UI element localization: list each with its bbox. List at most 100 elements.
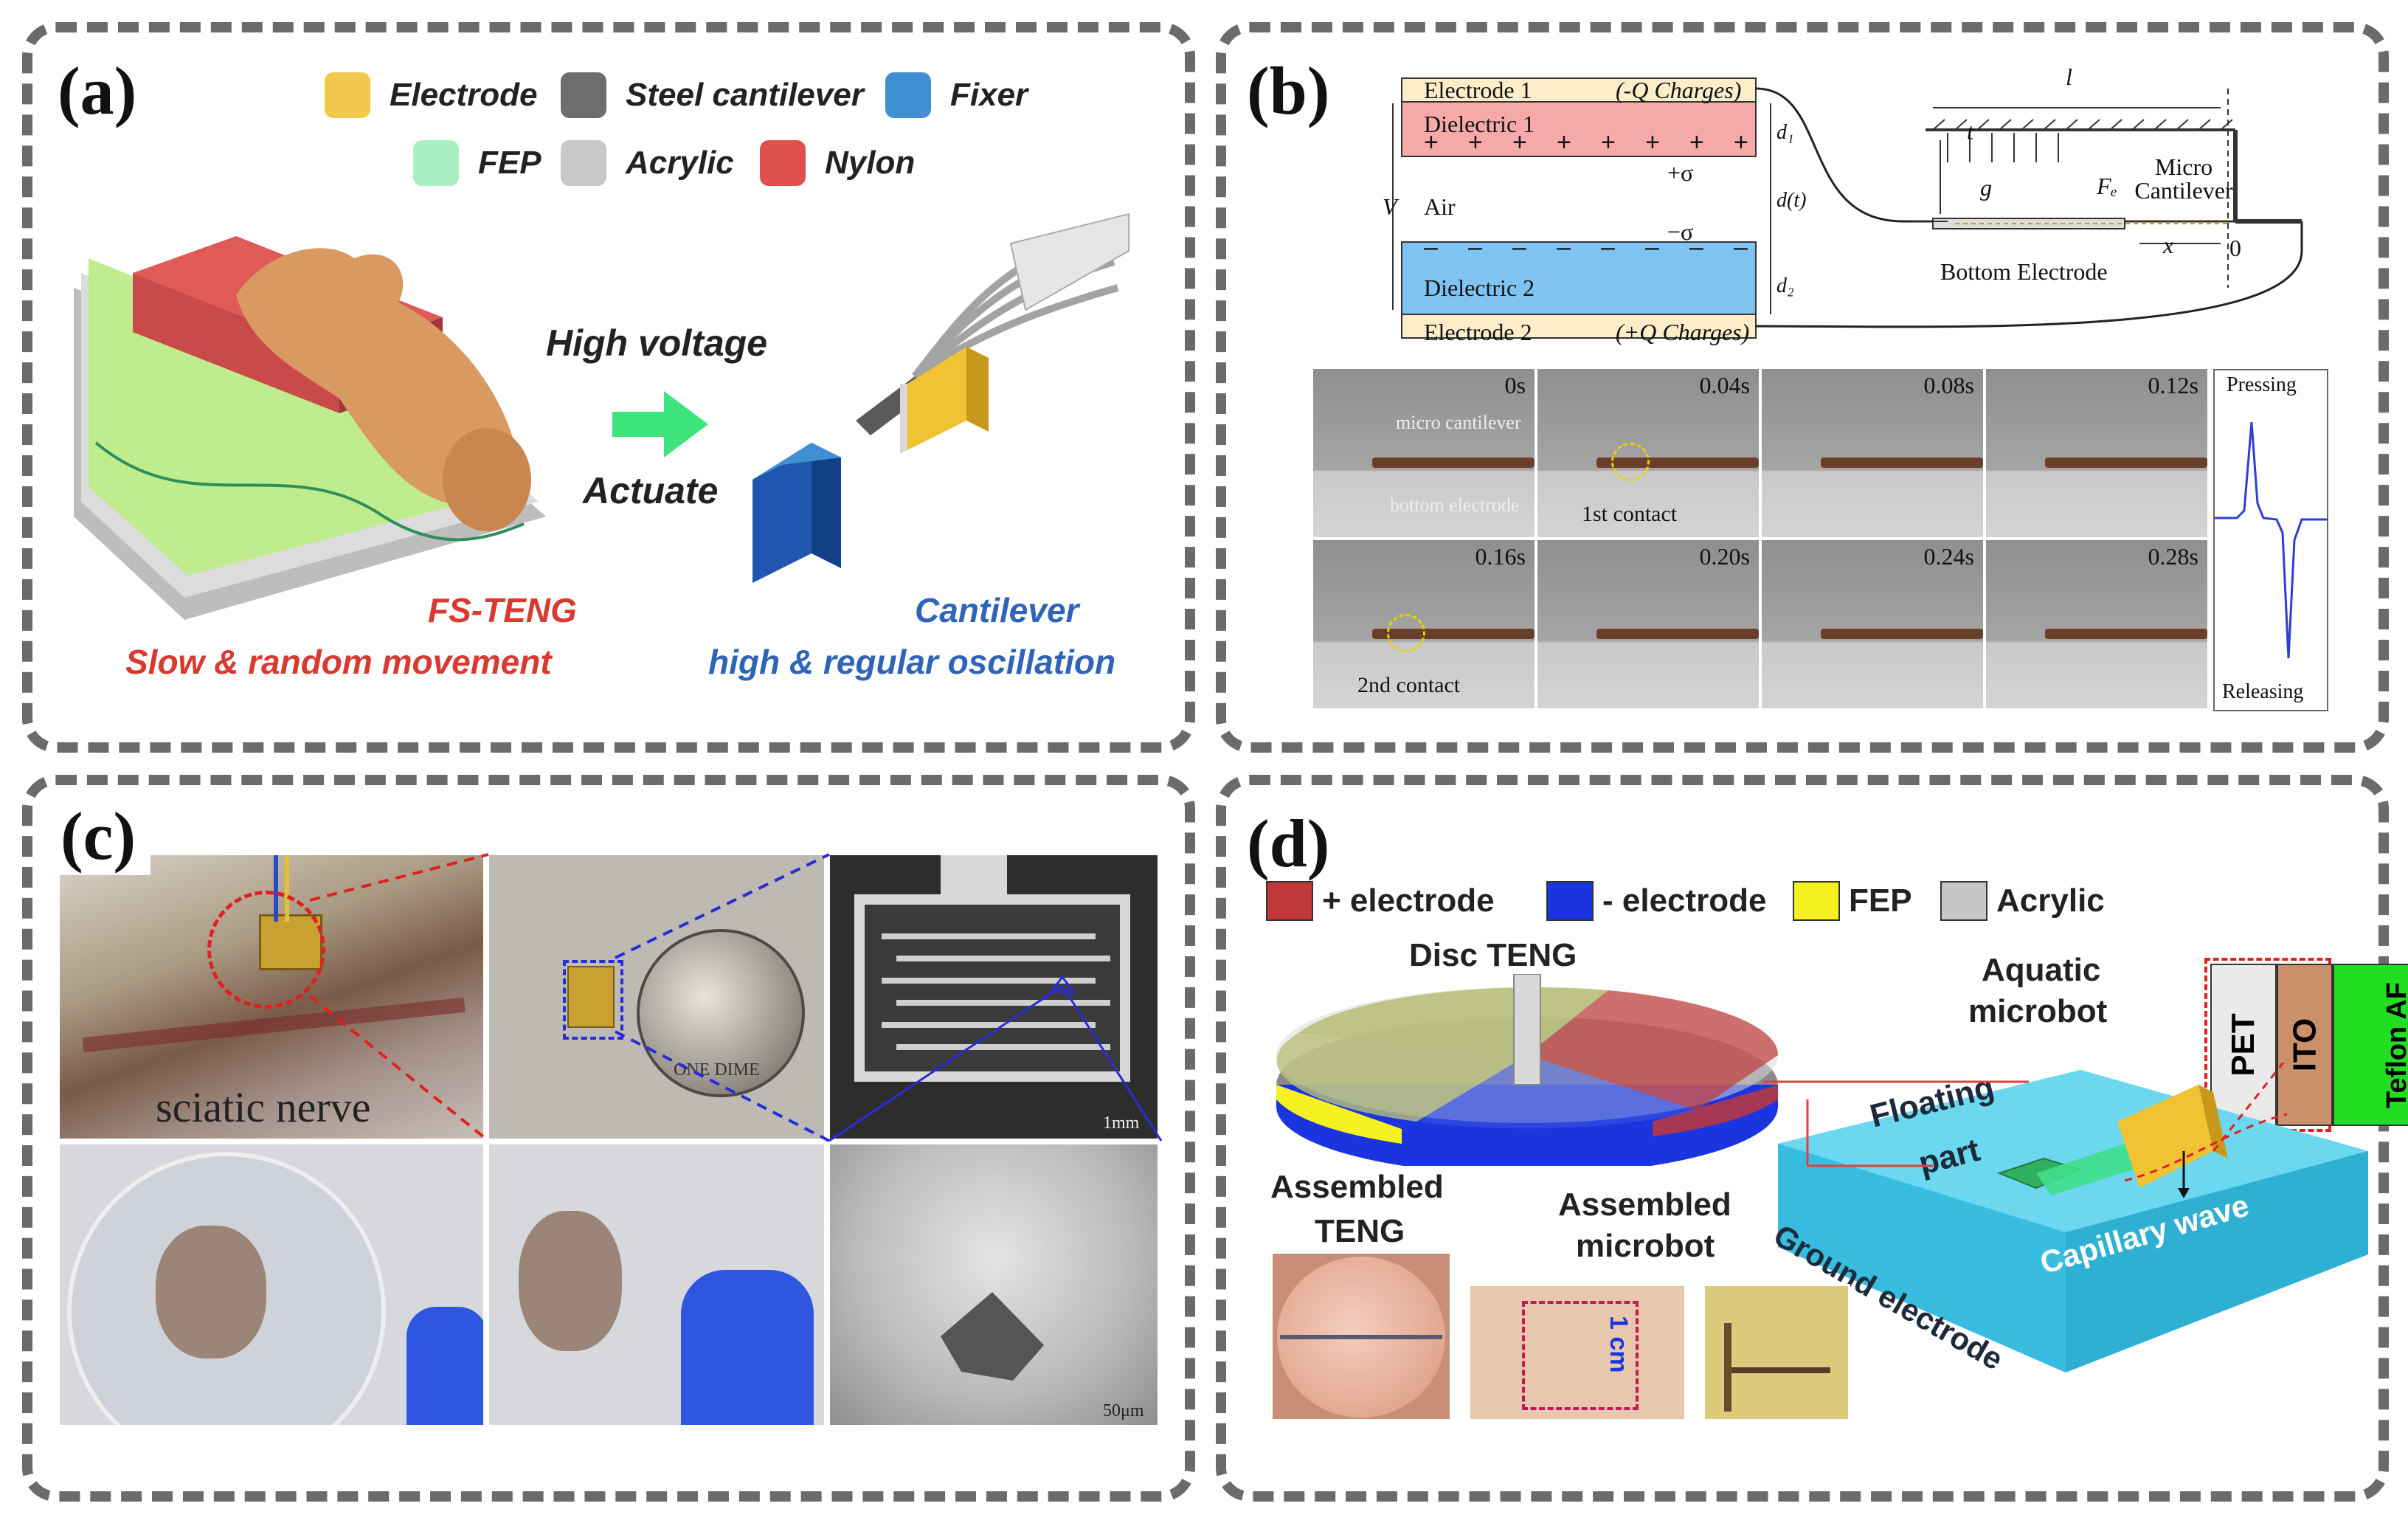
svg-text:+: + [1424, 128, 1439, 156]
fs-teng-illustration [74, 236, 546, 620]
acrylic-swatch [561, 140, 606, 186]
glove-hand-1 [406, 1307, 483, 1425]
sem-cell-photo: 50μm [828, 1142, 1160, 1427]
microbot-closeup-photo [1703, 1284, 1850, 1421]
pet-layer: PET [2210, 964, 2277, 1126]
svg-text:+: + [1645, 128, 1660, 156]
d2-label: d₂ [1776, 274, 1794, 297]
legend-fep: FEP [413, 140, 542, 186]
voltage-trace [2215, 421, 2327, 659]
svg-text:–: – [1512, 233, 1526, 261]
bottom-electrode-strip [1821, 457, 1983, 468]
frame-time-label: 0.28s [2148, 543, 2198, 570]
svg-text:+: + [1512, 128, 1527, 156]
device-on-coin [567, 966, 615, 1028]
zoom-circle [207, 891, 325, 1009]
cantilever-illustration [752, 213, 1129, 583]
coin-device-photo: ONE DIME [487, 853, 826, 1141]
frog-sciatic-photo: sciatic nerve [58, 853, 485, 1141]
video-frame: 0.24s [1762, 540, 1983, 708]
svg-text:–: – [1601, 233, 1615, 261]
pos-electrode-swatch [1266, 881, 1313, 921]
lead-wires-2 [285, 855, 289, 922]
frame-time-label: 0.12s [2148, 372, 2198, 398]
video-frame: 0.08s [1762, 369, 1983, 537]
lead-wires [274, 855, 278, 922]
svg-text:–: – [1734, 233, 1748, 261]
contact-note: 1st contact [1582, 502, 1678, 526]
svg-text:+: + [1468, 128, 1483, 156]
svg-text:+: + [1689, 128, 1704, 156]
frame-time-label: 0.04s [1699, 372, 1750, 398]
svg-text:–: – [1557, 233, 1571, 261]
pos-q-label: (+Q Charges) [1616, 319, 1750, 345]
frog-dish-photo-2 [487, 1142, 826, 1427]
interdigitated-electrode [854, 855, 1130, 1082]
slow-random-text: Slow & random movement [125, 643, 552, 681]
frame-time-label: 0.16s [1475, 543, 1526, 570]
dime-text: ONE DIME [674, 1060, 760, 1080]
frog-leg-2 [519, 1211, 622, 1351]
assembled-teng-photo [1270, 1251, 1452, 1421]
contact-circle [1611, 443, 1650, 481]
g-label: g [1980, 174, 1992, 201]
sciatic-nerve-label: sciatic nerve [156, 1083, 371, 1131]
d1-label: d₁ [1776, 121, 1794, 144]
fe-label: Fₑ [2097, 173, 2117, 199]
legend-steel: Steel cantilever [561, 72, 864, 118]
legend-acrylic-d: Acrylic [1940, 881, 2105, 921]
bottom-electrode-strip [2045, 629, 2207, 639]
high-voltage-text: High voltage [546, 322, 768, 364]
t-label: t [1967, 118, 1973, 145]
legend-pos-electrode: + electrode [1266, 881, 1495, 921]
nylon-swatch [760, 140, 806, 186]
neg-electrode-swatch [1546, 881, 1594, 921]
blue-zoom-box [563, 960, 623, 1040]
bottom-electrode-strip [1372, 457, 1535, 468]
bottom-electrode-label: Bottom Electrode [1940, 258, 2108, 285]
dielectric1-label: Dielectric 1 [1424, 111, 1535, 137]
microbot-label: microbot [1968, 993, 2108, 1029]
high-regular-text: high & regular oscillation [708, 643, 1116, 681]
pressing-releasing-plot: Pressing Releasing [2213, 369, 2328, 711]
sem-comb-photo: 1mm [828, 853, 1160, 1141]
frame-time-label: 0.24s [1923, 543, 1974, 570]
v-label: V [1383, 193, 1397, 220]
panel-b-label: (b) [1247, 53, 1330, 128]
layer-stack: PET ITO Teflon AF [2204, 958, 2408, 1132]
dt-label: d(t) [1776, 189, 1807, 212]
legend-acrylic: Acrylic [561, 140, 734, 186]
frog-leg [156, 1226, 266, 1358]
legend-fixer: Fixer [885, 72, 1028, 118]
bottom-electrode-strip [1821, 629, 1983, 639]
cell-shape [941, 1292, 1044, 1381]
neg-q-label: (-Q Charges) [1616, 77, 1742, 103]
assembled-microbot-photo: 1 cm [1468, 1284, 1686, 1421]
fs-teng-text: FS-TENG [428, 591, 577, 629]
video-frame: 0.12s [1986, 369, 2207, 537]
bottom-electrode-strip [2045, 457, 2207, 468]
panel-a-label: (a) [58, 53, 137, 128]
cantilever-text: Cantilever [915, 591, 1079, 629]
svg-text:+: + [1734, 128, 1748, 156]
microbot-plate [1724, 1323, 1731, 1412]
glove-hand-2 [681, 1270, 814, 1425]
one-cm-label: 1 cm [1605, 1316, 1633, 1373]
l-label: l [2066, 63, 2072, 90]
water-tank-illustration [1778, 1063, 2368, 1372]
frame-time-label: 0.08s [1923, 372, 1974, 398]
zero-label: 0 [2229, 235, 2241, 261]
frame-time-label: 0s [1504, 372, 1526, 398]
microbot-stem [1727, 1367, 1830, 1373]
disc-axis-line [1280, 1335, 1442, 1339]
assembled-microbot-label-2: microbot [1576, 1228, 1715, 1264]
fep-yellow-swatch [1793, 881, 1840, 921]
frame-time-label: 0.20s [1699, 543, 1750, 570]
ito-layer: ITO [2276, 964, 2333, 1126]
disc-teng-label: Disc TENG [1409, 937, 1577, 973]
fep-swatch [413, 140, 459, 186]
svg-text:+: + [1557, 128, 1571, 156]
releasing-label: Releasing [2222, 680, 2304, 703]
contact-note: 2nd contact [1357, 673, 1461, 697]
microbot-outline [1522, 1301, 1639, 1410]
